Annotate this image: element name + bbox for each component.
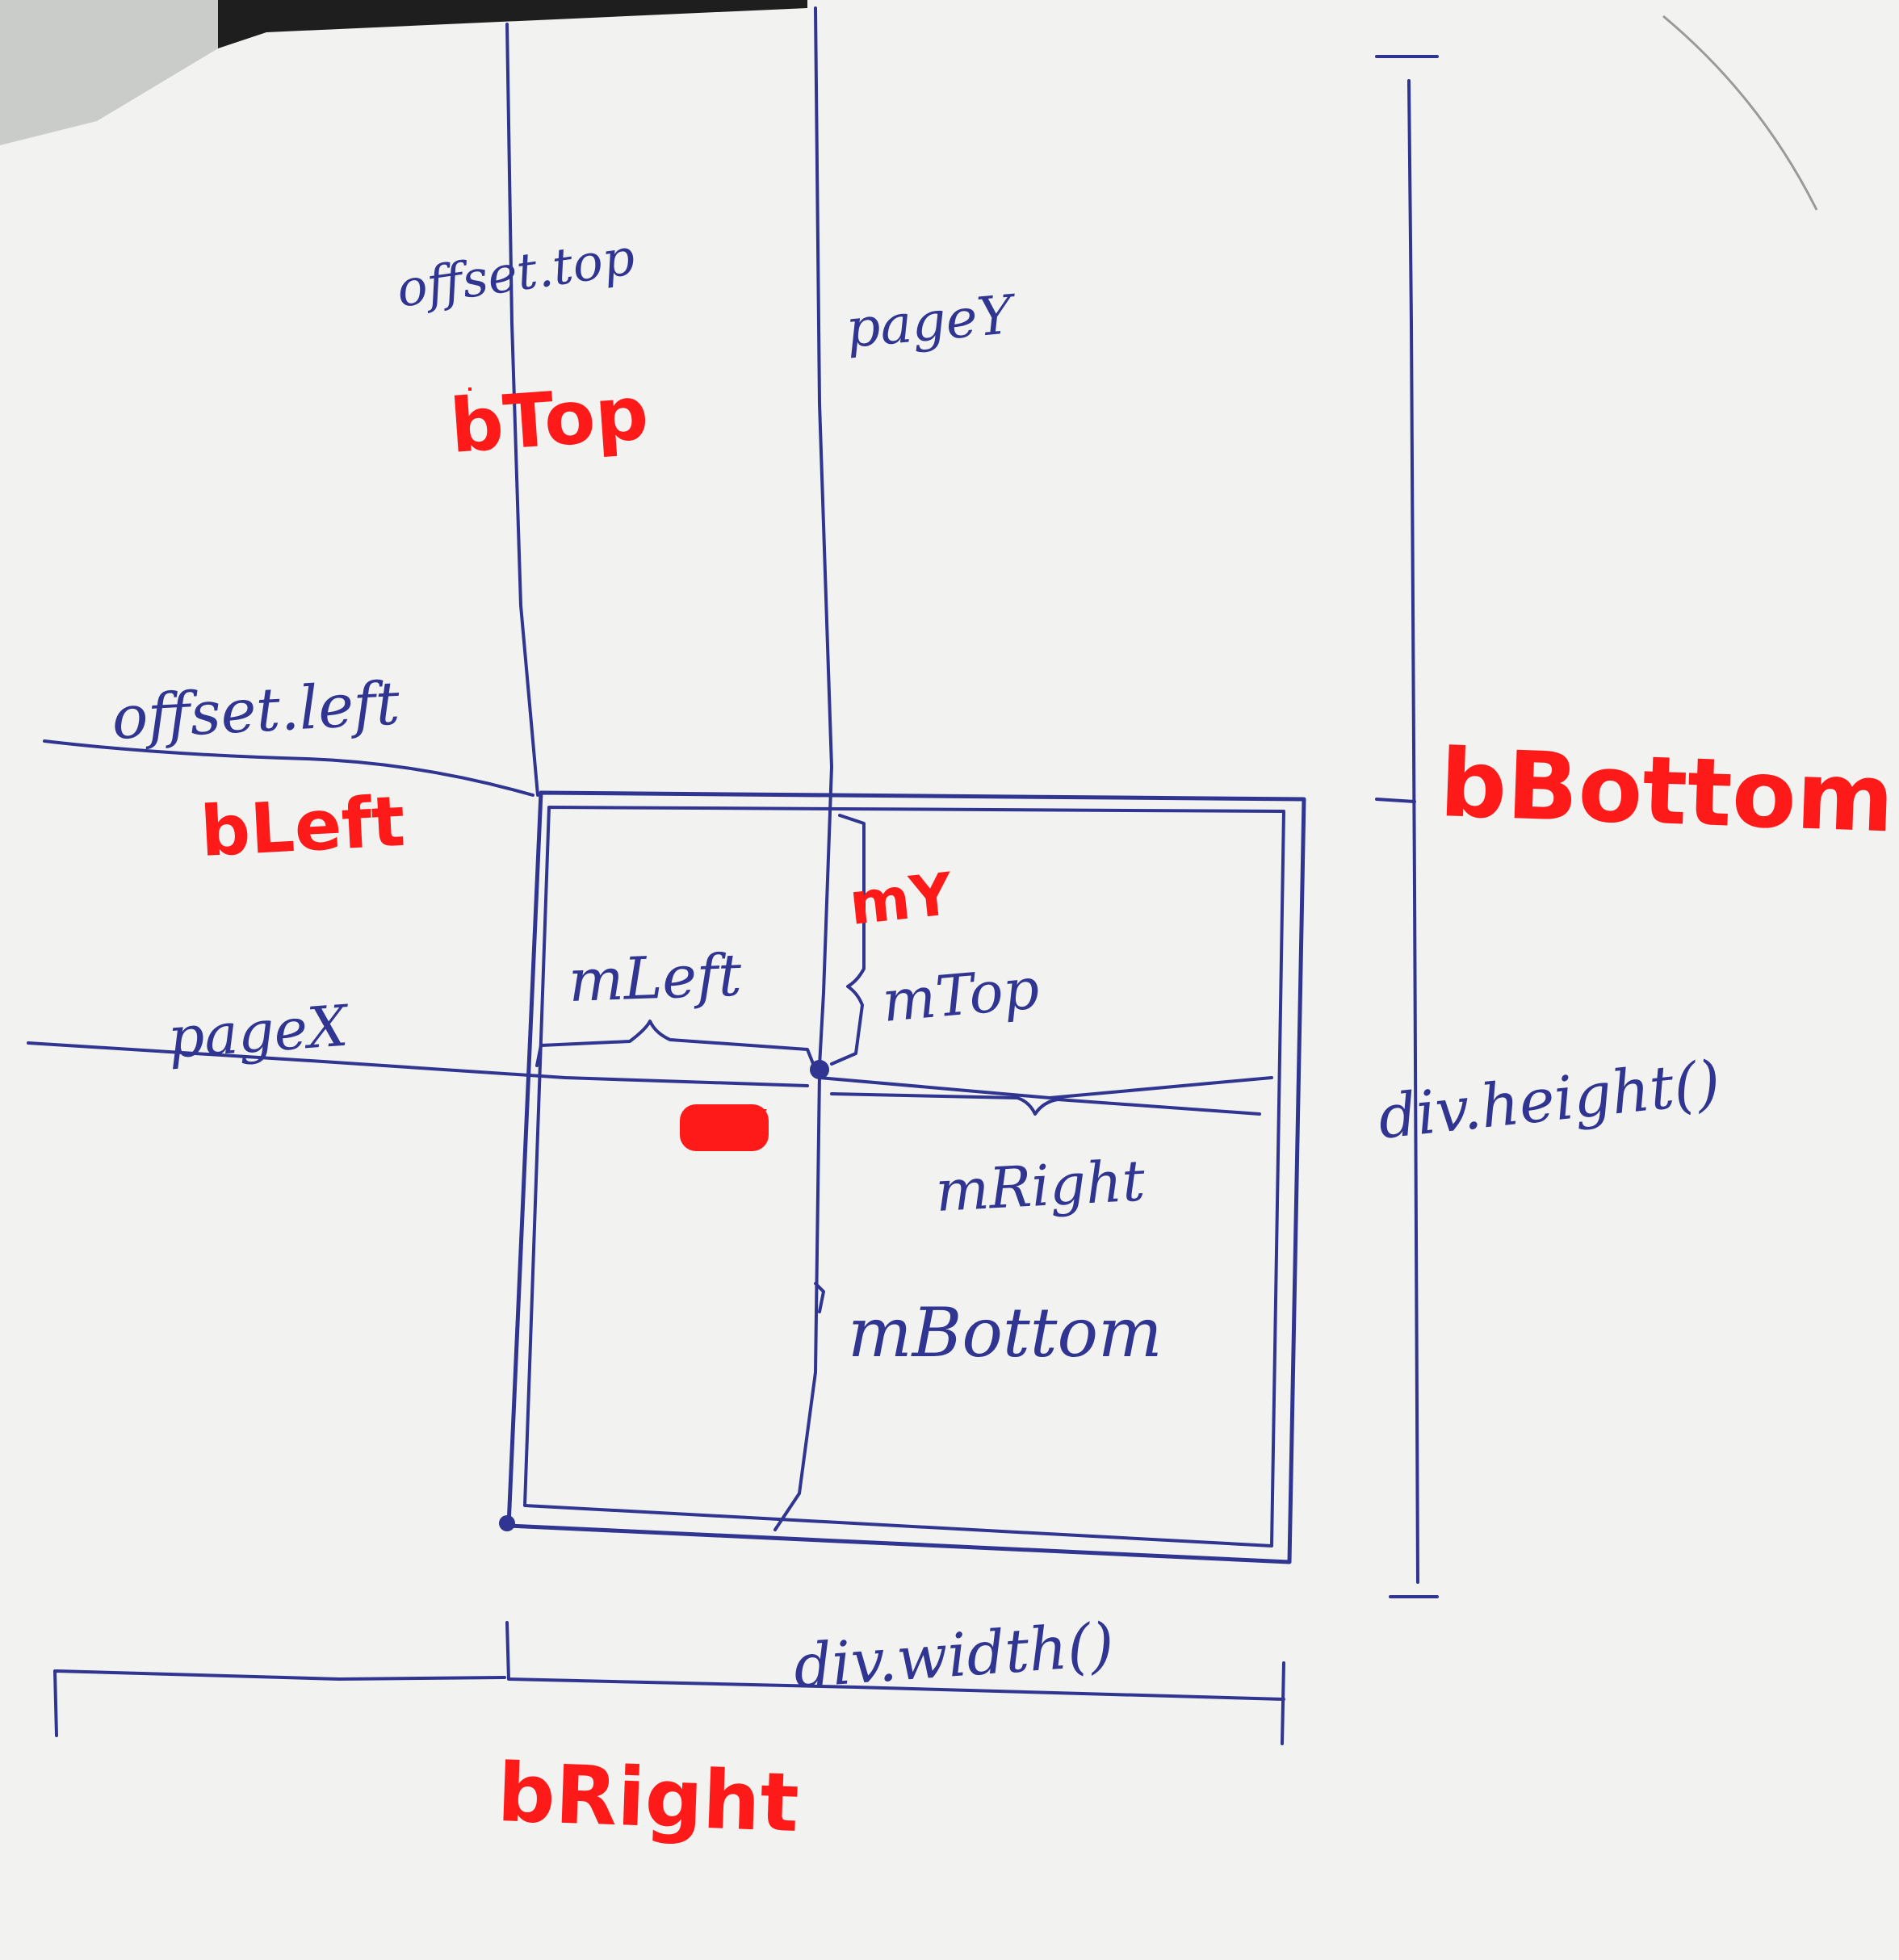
mouse-point <box>810 1060 829 1079</box>
m-x-blob <box>680 1104 769 1151</box>
div-width-dimension-line <box>53 1621 1285 1745</box>
m-top-label: mTop <box>879 955 1042 1035</box>
m-top-brace <box>830 814 866 1066</box>
page-y-label: pageY <box>844 283 1020 360</box>
m-bottom-tick <box>814 1282 825 1313</box>
div-box-outer <box>506 790 1306 1564</box>
m-y-label: mY <box>846 860 956 938</box>
mouse-horizontal-divider <box>818 1076 1273 1099</box>
b-top-label: bTop <box>447 370 651 470</box>
offset-left-line <box>43 739 534 797</box>
div-height-dimension-line <box>1375 55 1439 1598</box>
b-right-label: bRight <box>496 1745 800 1850</box>
m-right-label: mRight <box>934 1147 1147 1225</box>
dark-corner <box>218 0 807 48</box>
m-x-label: mX <box>686 1101 769 1154</box>
m-left-label: mLeft <box>568 941 744 1015</box>
b-left-label: bLeft <box>199 781 407 873</box>
offset-left-label: offset.left <box>110 668 401 753</box>
page-x-label: pageX <box>166 992 352 1071</box>
grey-corner <box>0 0 218 145</box>
paper-fold-crease <box>1662 15 1818 211</box>
div-box-inner <box>523 806 1285 1547</box>
b-bottom-label: bBottom <box>1438 729 1896 854</box>
page-x-line <box>27 1041 809 1087</box>
m-left-brace <box>535 1020 817 1071</box>
page-y-line <box>814 6 833 1067</box>
m-bottom-label: mBottom <box>848 1293 1163 1372</box>
mouse-vertical-divider <box>773 1072 821 1531</box>
offset-top-line <box>505 23 539 797</box>
m-right-brace <box>830 1092 1261 1116</box>
b-top-marker <box>468 387 472 391</box>
box-corner-dot <box>499 1515 515 1531</box>
div-height-top-tick <box>1375 798 1416 803</box>
